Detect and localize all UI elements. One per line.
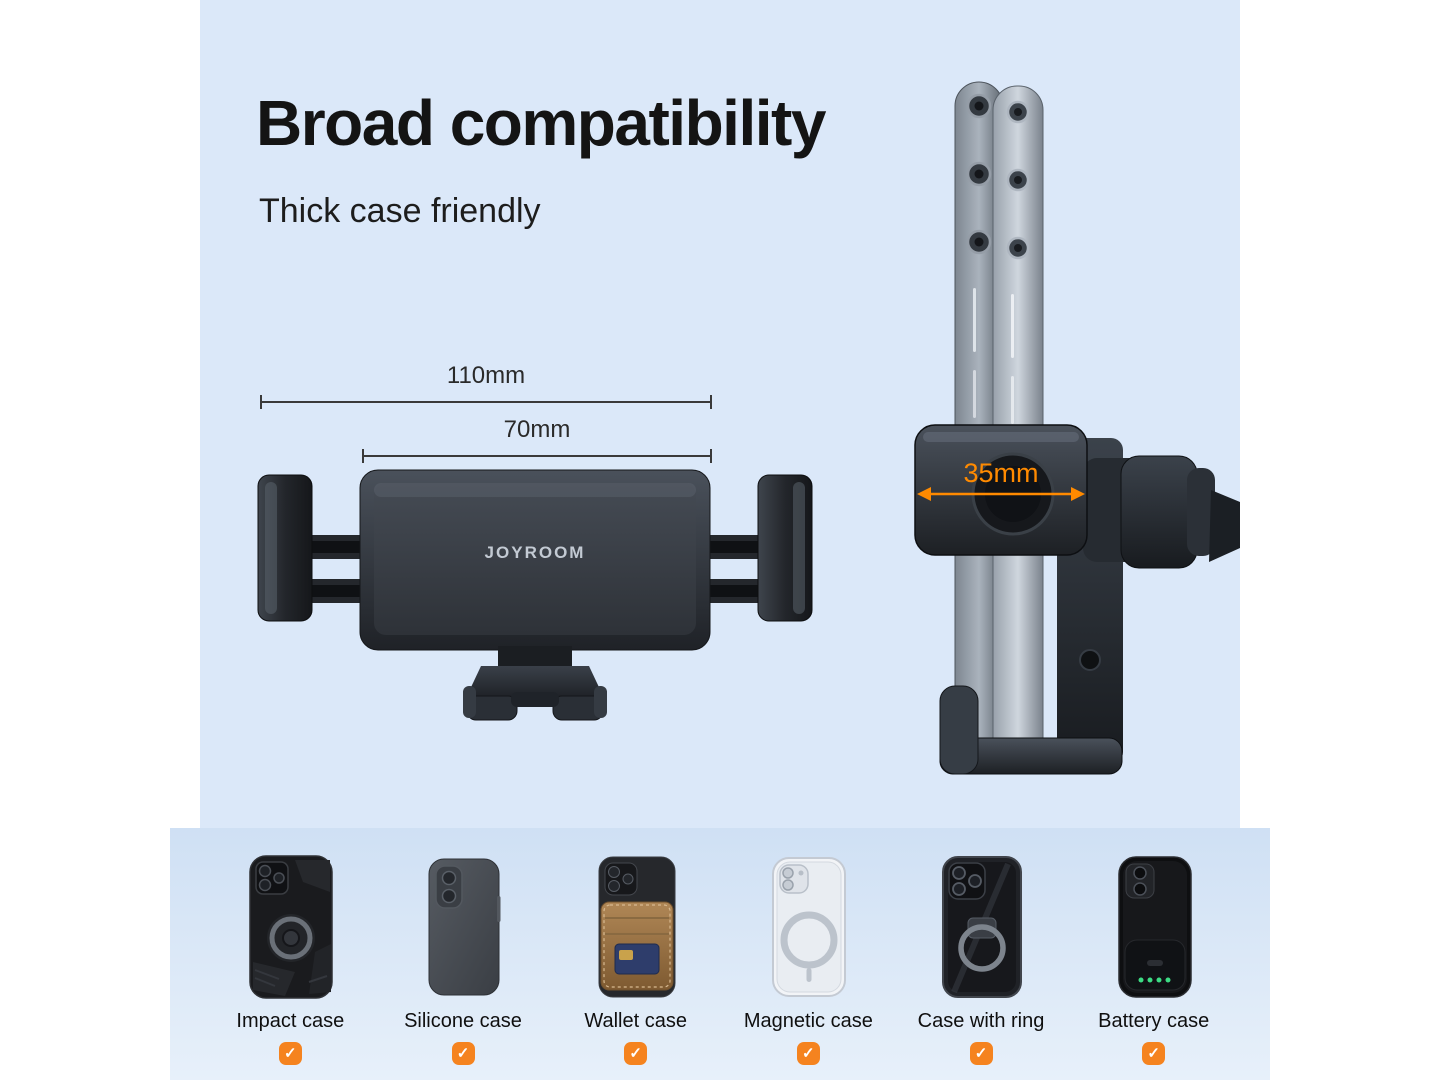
case-label: Battery case xyxy=(1098,1010,1210,1032)
dimension-35mm: 35mm xyxy=(917,458,1085,501)
mount-side-view-image: 35mm xyxy=(914,81,1240,775)
case-label: Silicone case xyxy=(404,1010,522,1032)
case-item-impact: Impact case ✓ xyxy=(204,852,377,1065)
case-label: Magnetic case xyxy=(743,1010,873,1032)
check-icon: ✓ xyxy=(796,1042,820,1065)
wallet-case-image xyxy=(598,856,676,998)
case-item-battery: Battery case ✓ xyxy=(1067,852,1240,1065)
page-title: Broad compatibility xyxy=(256,87,826,159)
mount-body: JOYROOM xyxy=(359,469,711,651)
dimension-70mm-label: 70mm xyxy=(503,416,571,443)
clamp-arms xyxy=(305,535,765,603)
case-item-silicone: Silicone case ✓ xyxy=(377,852,550,1065)
dimension-70mm-line xyxy=(362,449,712,463)
check-icon: ✓ xyxy=(451,1042,475,1065)
case-label: Wallet case xyxy=(584,1010,687,1032)
dimension-70mm: 70mm xyxy=(362,416,712,463)
dimension-35mm-label: 35mm xyxy=(963,458,1038,488)
check-icon: ✓ xyxy=(969,1042,993,1065)
case-item-ring: Case with ring ✓ xyxy=(895,852,1068,1065)
case-label: Case with ring xyxy=(917,1010,1045,1032)
silicone-case-image xyxy=(428,858,501,996)
right-grip-pad xyxy=(757,474,813,622)
case-item-magnetic: Magnetic case ✓ xyxy=(722,852,895,1065)
check-icon: ✓ xyxy=(278,1042,302,1065)
case-label: Impact case xyxy=(236,1010,345,1032)
dimension-110mm-label: 110mm xyxy=(446,362,526,389)
check-icon: ✓ xyxy=(624,1042,648,1065)
ring-case-image xyxy=(942,856,1023,998)
magnetic-case-image xyxy=(772,857,847,997)
compatible-cases-strip: Impact case ✓ Silicone cas xyxy=(170,828,1270,1080)
gravity-foot xyxy=(463,646,607,721)
battery-case-image xyxy=(1117,856,1192,998)
brand-logo: JOYROOM xyxy=(485,543,586,562)
dimension-110mm: 110mm xyxy=(260,362,712,409)
mount-front-view-image: JOYROOM xyxy=(257,469,813,721)
impact-case-image xyxy=(249,855,334,999)
left-grip-pad xyxy=(257,474,313,622)
cases-row: Impact case ✓ Silicone cas xyxy=(204,852,1240,1065)
bottom-hook xyxy=(939,685,1123,775)
camera-lenses xyxy=(966,93,1030,260)
check-icon: ✓ xyxy=(1142,1042,1166,1065)
dimension-110mm-line xyxy=(260,395,712,409)
case-item-wallet: Wallet case ✓ xyxy=(549,852,722,1065)
top-panel: Broad compatibility Thick case friendly … xyxy=(200,0,1240,828)
subtitle: Thick case friendly xyxy=(259,192,541,230)
clamp-block xyxy=(914,424,1088,556)
